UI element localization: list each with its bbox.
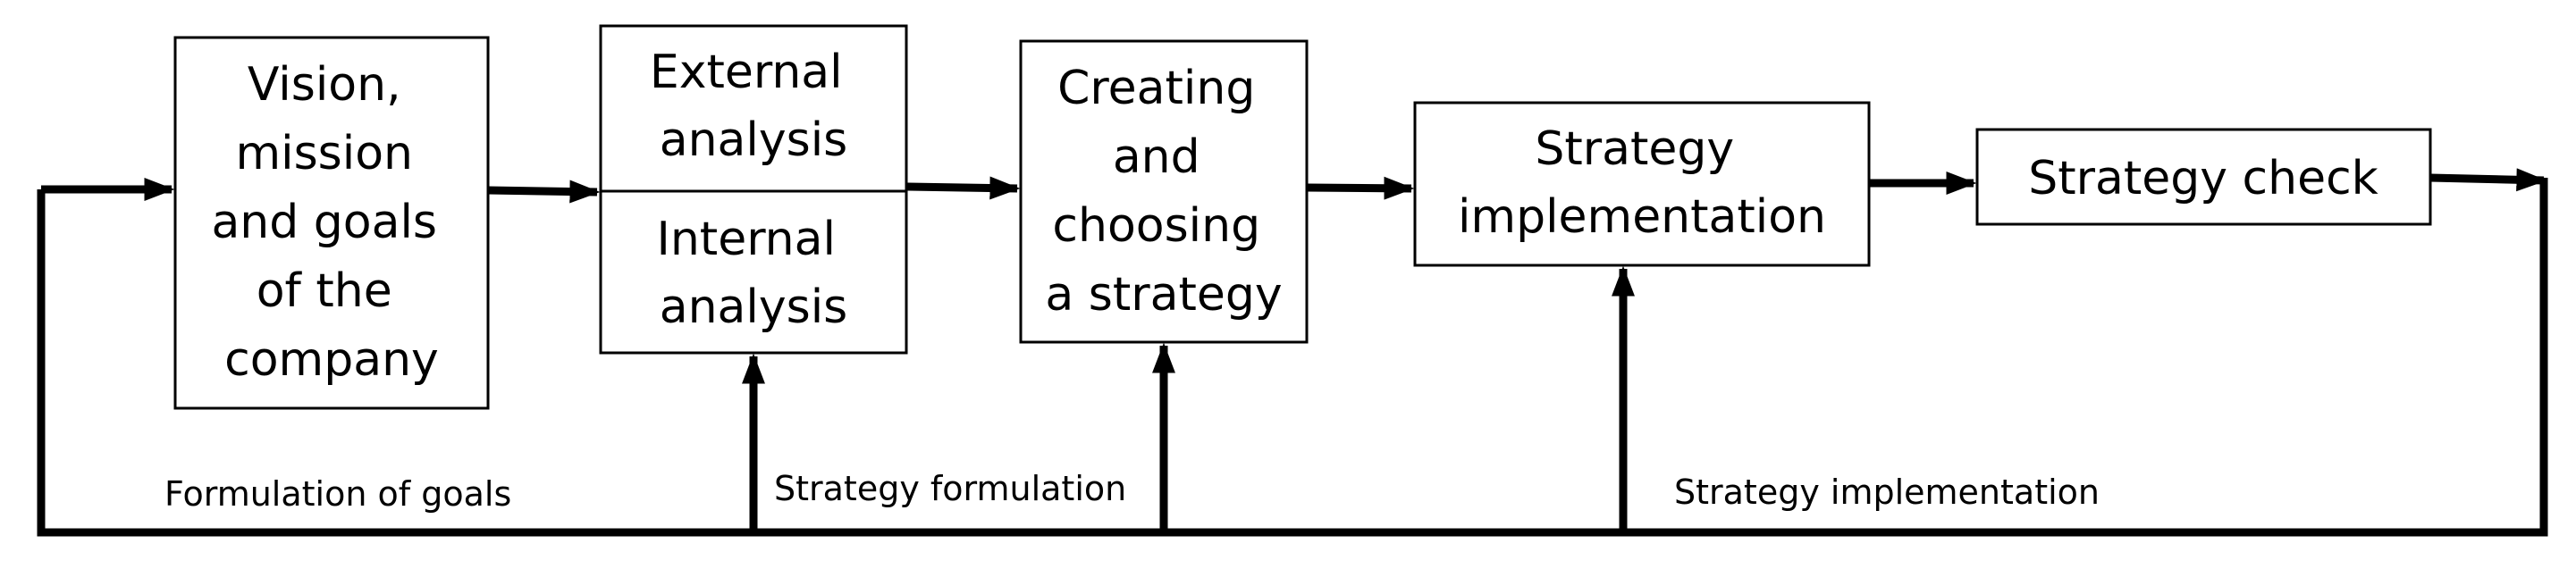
strategy-check-box: Strategy check (1975, 128, 2432, 226)
arrow-check-output (2429, 168, 2547, 192)
arrow-vision-to-analysis (487, 180, 601, 204)
internal-analysis-label: Internal analysis (657, 213, 851, 334)
vision-line-3: and goals (211, 196, 437, 249)
vision-line-4: of the (257, 264, 392, 318)
svg-text:Strategy implementation: Strategy implementation (1458, 122, 1826, 244)
svg-text:Strategy check: Strategy check (2028, 152, 2378, 205)
external-analysis-label: External analysis (650, 46, 857, 167)
svg-text:Vision, mission an: Vision, mission and goals of the company (211, 58, 451, 387)
feedback-loop (37, 178, 2548, 537)
label-strategy-formulation: Strategy formulation (774, 469, 1126, 508)
creating-choosing-strategy-box: Creating and choosing a strategy (1019, 39, 1309, 344)
vision-line-1: Vision, (248, 58, 401, 112)
arrow-analysis-to-creating (905, 176, 1021, 200)
vision-line-5: company (224, 333, 439, 387)
feedback-loop-line (37, 178, 2548, 537)
strategy-implementation-box: Strategy implementation (1413, 101, 1871, 267)
label-formulation-of-goals: Formulation of goals (164, 474, 511, 514)
forward-arrows (487, 168, 2547, 204)
analysis-box: External analysis Internal analysis (599, 24, 908, 355)
label-strategy-implementation: Strategy implementation (1674, 473, 2100, 512)
svg-text:Creating and choos: Creating and choosing a strategy (1045, 62, 1282, 322)
vision-mission-goals-box: Vision, mission and goals of the company (173, 36, 490, 410)
vision-line-2: mission (235, 127, 413, 180)
